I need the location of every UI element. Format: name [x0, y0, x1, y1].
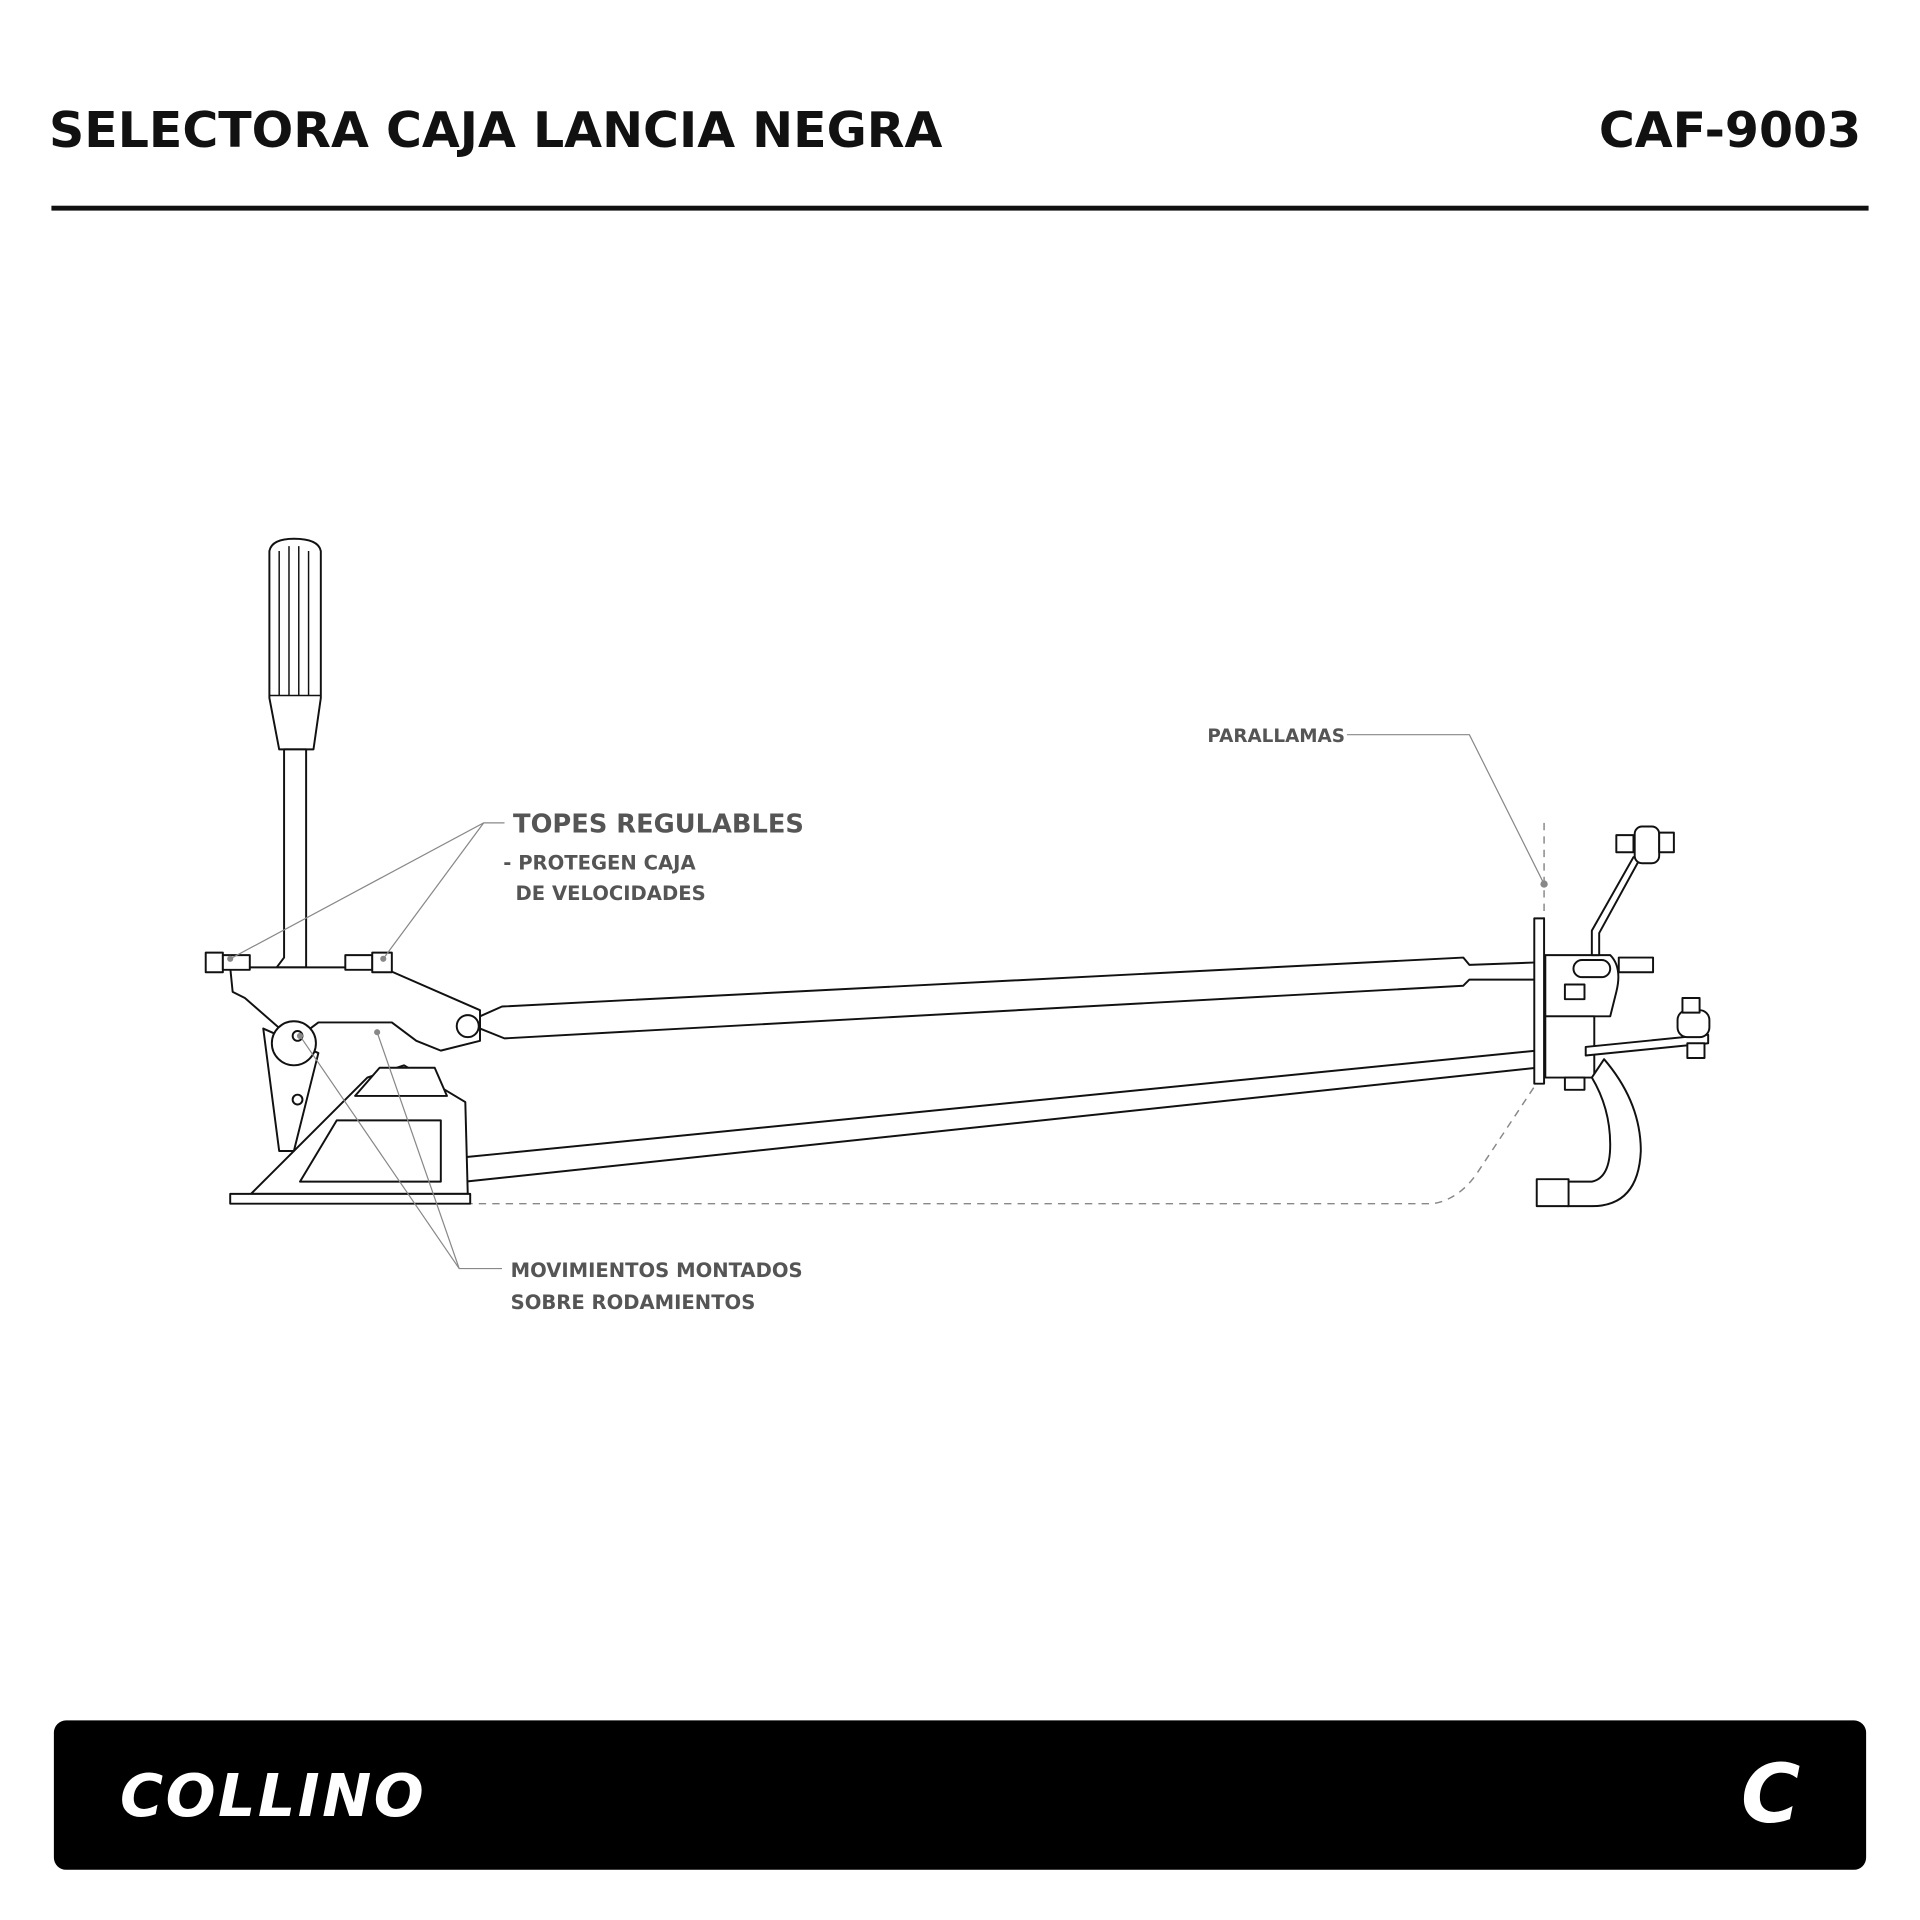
footer-bar	[53, 1720, 1867, 1870]
base-plate	[229, 1192, 472, 1205]
shift-knob	[268, 537, 322, 751]
gear-selector-drawing	[204, 537, 1711, 1208]
bearing	[270, 1020, 317, 1067]
page-title: SELECTORA CAJA LANCIA NEGRA	[49, 102, 943, 159]
brand-emblem: C	[1741, 1748, 1800, 1842]
topes-line2: DE VELOCIDADES	[516, 882, 706, 905]
parallamas-label: PARALLAMAS	[1207, 726, 1345, 747]
movimientos-line2: SOBRE RODAMIENTOS	[511, 1291, 756, 1314]
upper-rod	[479, 956, 1538, 1040]
annotation-leaders	[227, 734, 1548, 1270]
stop-bolt-left	[204, 951, 224, 974]
topes-title: TOPES REGULABLES	[513, 810, 804, 840]
gearbox-lever	[1566, 1058, 1642, 1208]
movimientos-line1: MOVIMIENTOS MONTADOS	[511, 1259, 803, 1282]
shift-lever	[275, 748, 308, 969]
lower-rod	[464, 1049, 1538, 1183]
stop-bolt-right	[344, 954, 374, 971]
upper-arm	[1590, 856, 1642, 957]
brand-logo: COLLINO	[120, 1761, 426, 1830]
firewall-plate	[1533, 917, 1546, 1085]
header-divider	[51, 205, 1869, 211]
product-code: CAF-9003	[1599, 102, 1861, 159]
lower-arm	[1584, 1033, 1710, 1057]
topes-line1: - PROTEGEN CAJA	[503, 851, 696, 874]
